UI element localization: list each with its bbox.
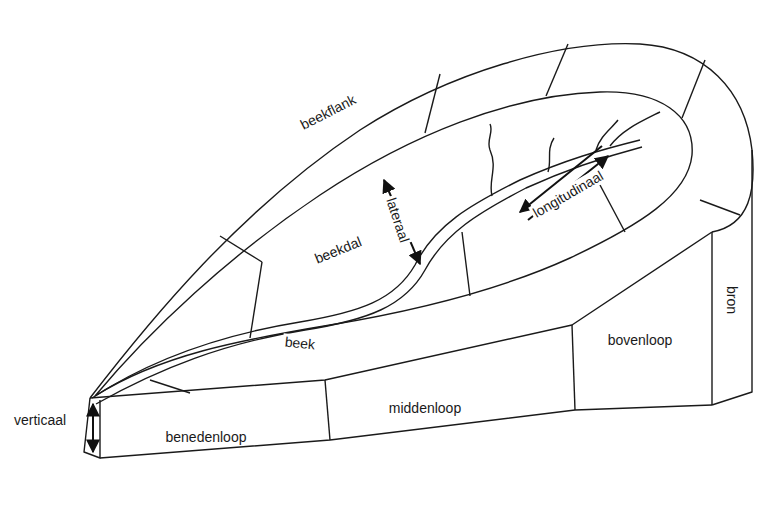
direction-label: verticaal [12,412,68,428]
part-label: bron [724,284,740,316]
direction-label: longitudinaal [528,166,608,221]
flank-label: beekflank [296,90,360,133]
part-label: benedenloop [164,429,249,445]
part-label: bovenloop [606,332,675,348]
stream-label: beek [282,333,318,353]
part-label: middenloop [387,400,463,416]
valley-label: beekdal [310,233,365,268]
direction-label: lateraal [383,194,414,246]
